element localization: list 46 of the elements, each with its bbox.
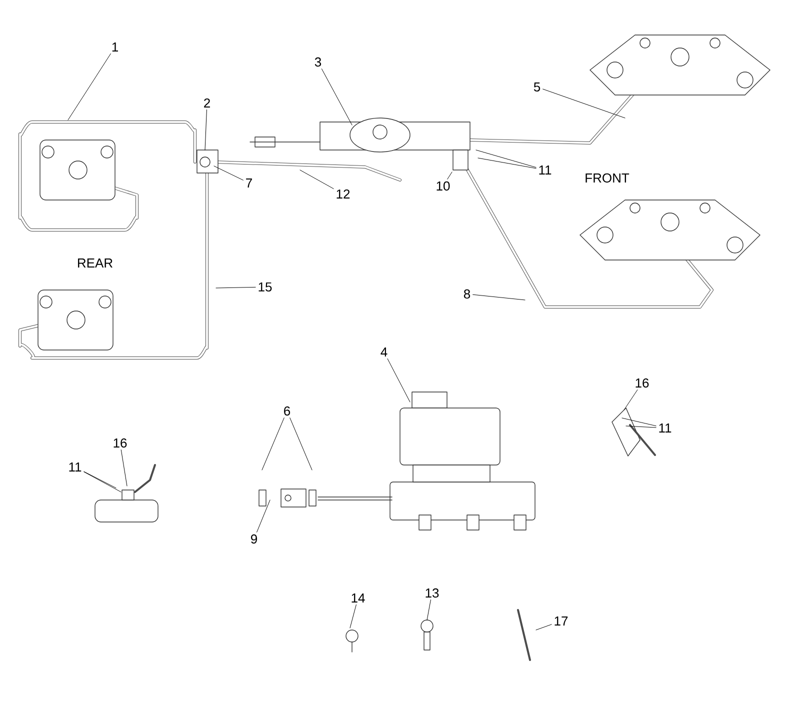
callout-number: 7 xyxy=(246,178,252,188)
callout-number: 12 xyxy=(336,189,350,199)
callout-number: 13 xyxy=(426,588,439,598)
callout-number: 9 xyxy=(251,534,257,544)
region-label: FRONT xyxy=(586,173,630,183)
leader-line xyxy=(204,109,207,150)
callout-number: 10 xyxy=(436,181,450,191)
leader-line xyxy=(387,358,410,402)
leader-line xyxy=(626,426,656,428)
leader-line xyxy=(542,88,626,118)
callout-number: 4 xyxy=(380,348,388,356)
callout-number: 16 xyxy=(636,378,649,388)
leader-line xyxy=(321,68,352,126)
region-label: REAR xyxy=(78,258,112,268)
leader-line xyxy=(84,472,122,492)
leader-line xyxy=(536,624,552,630)
callout-number: 17 xyxy=(554,616,568,626)
callout-number: 15 xyxy=(258,282,272,292)
callout-number: 5 xyxy=(534,82,540,92)
leader-line xyxy=(256,500,270,532)
leader-line xyxy=(624,390,638,410)
leader-line xyxy=(350,604,356,628)
leader-line xyxy=(447,172,452,180)
leader-line xyxy=(622,418,656,426)
leader-line xyxy=(214,166,244,180)
callout-number: 11 xyxy=(69,462,82,472)
callout-number: 8 xyxy=(464,289,470,299)
leader-line xyxy=(216,286,256,288)
leader-line xyxy=(300,170,334,189)
leader-line xyxy=(290,418,312,470)
leader-line xyxy=(68,53,111,120)
callout-number: 3 xyxy=(314,57,322,67)
callout-number: 6 xyxy=(284,406,290,416)
leader-line xyxy=(476,150,536,168)
leader-line xyxy=(472,294,526,300)
leader-line xyxy=(120,450,128,486)
callout-number: 1 xyxy=(112,42,118,52)
callout-number: 2 xyxy=(204,98,210,108)
leader-line xyxy=(426,600,431,620)
callout-number: 11 xyxy=(659,424,672,432)
leader-line xyxy=(478,158,536,169)
leader-line xyxy=(262,418,284,470)
leader-line xyxy=(84,471,116,488)
callout-number: 16 xyxy=(114,438,127,448)
callout-number: 11 xyxy=(539,166,552,174)
callout-number: 14 xyxy=(352,594,365,602)
